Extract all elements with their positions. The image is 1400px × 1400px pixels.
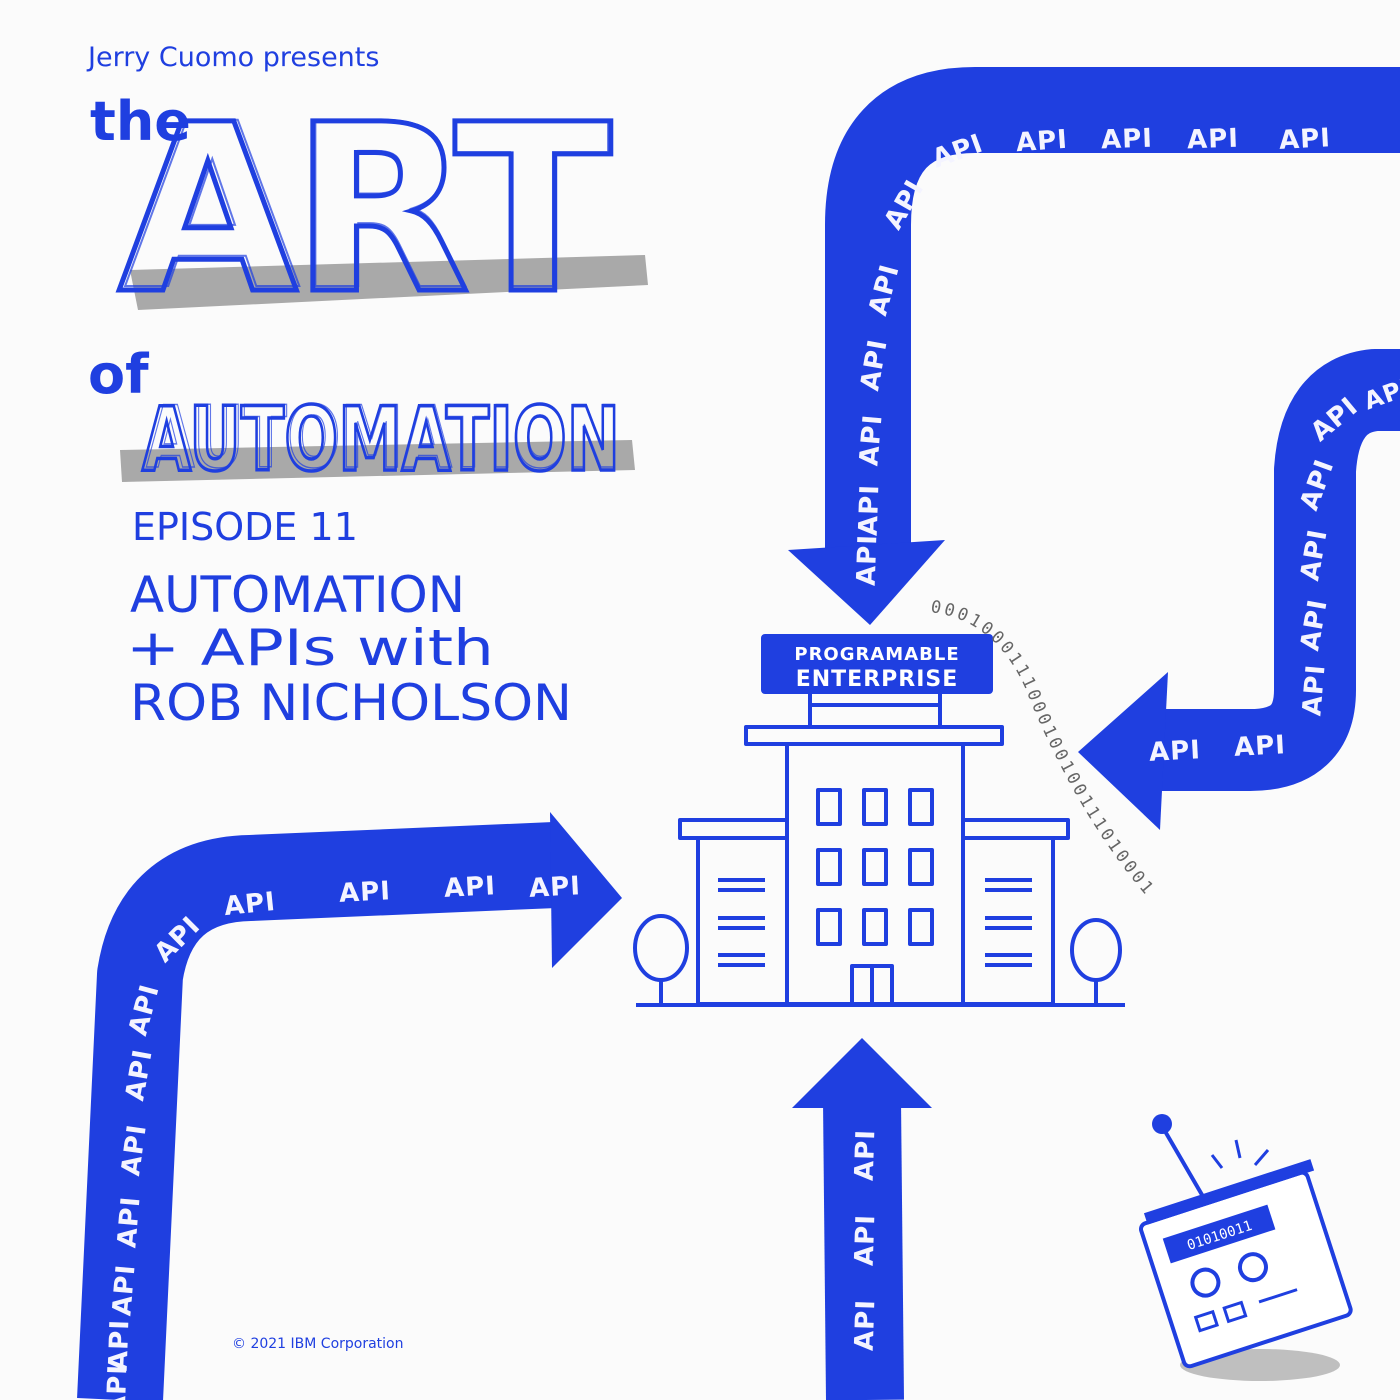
- remote-knob-right: [1237, 1252, 1268, 1283]
- remote-control: 01010011: [1138, 1114, 1353, 1381]
- api-label: API: [850, 1214, 882, 1267]
- enterprise-building: [633, 634, 1125, 1007]
- arrow-top-right-head: [788, 540, 945, 625]
- building-sign-line2: ENTERPRISE: [796, 667, 959, 692]
- remote-display: [1162, 1204, 1276, 1264]
- presenter-credit: Jerry Cuomo presents: [86, 42, 379, 73]
- api-label: API: [850, 1299, 882, 1352]
- api-label: API: [850, 1129, 882, 1182]
- api-label: API: [1187, 124, 1240, 156]
- api-label: API: [528, 871, 581, 904]
- remote-knob-left: [1190, 1267, 1221, 1298]
- api-label: API: [1278, 123, 1331, 156]
- api-label: API: [1297, 663, 1331, 717]
- tree-left: [633, 914, 689, 982]
- arrow-bottom-left: [77, 822, 557, 1400]
- tree-right: [1070, 918, 1122, 982]
- api-label: API: [1015, 125, 1069, 159]
- api-label: API: [107, 1263, 141, 1317]
- api-label: API: [112, 1195, 146, 1249]
- building-sign-line1: PROGRAMABLE: [794, 644, 959, 665]
- api-label: API: [854, 484, 886, 537]
- api-label: API: [338, 876, 391, 909]
- remote-antenna-tip: [1152, 1114, 1172, 1134]
- title-art-inner-stroke: ART: [124, 74, 609, 340]
- arrow-right-head: [1078, 672, 1168, 830]
- title-automation-group: AUTOMATION AUTOMATION: [140, 386, 622, 493]
- api-label: API: [1148, 735, 1201, 768]
- episode-title-line1: AUTOMATION: [130, 566, 465, 624]
- arrow-bottom-center-labels: API API API: [850, 1129, 882, 1352]
- copyright-notice: © 2021 IBM Corporation: [232, 1336, 404, 1352]
- api-label: API: [852, 534, 884, 587]
- api-label: API: [223, 887, 278, 922]
- title-automation: AUTOMATION: [142, 388, 620, 491]
- episode-title-line2: + APIs with: [126, 619, 494, 677]
- arrow-top-right: [825, 67, 1400, 555]
- episode-title-line3: ROB NICHOLSON: [130, 674, 572, 732]
- api-label: API: [104, 1319, 136, 1372]
- arrow-bottom-left-head: [550, 812, 622, 968]
- api-label: API: [1233, 730, 1286, 763]
- api-label: API: [102, 1364, 134, 1400]
- building-sign: [761, 634, 993, 694]
- api-label: API: [443, 871, 496, 904]
- api-label: API: [854, 413, 888, 467]
- title-the: the: [90, 90, 191, 153]
- title-art-group: ART ART: [116, 73, 621, 348]
- automation-highlight-stroke: [120, 440, 635, 482]
- episode-number: EPISODE 11: [132, 505, 358, 549]
- api-label: API: [116, 1122, 153, 1178]
- title-of: of: [88, 343, 149, 406]
- title-automation-inner-stroke: AUTOMATION: [146, 388, 620, 488]
- arrow-bottom-center: [823, 1099, 904, 1400]
- arrow-bottom-center-head: [792, 1038, 932, 1108]
- art-highlight-stroke: [130, 255, 648, 310]
- title-art: ART: [118, 75, 612, 345]
- api-label: API: [1101, 124, 1154, 156]
- arrow-right: [1155, 349, 1400, 791]
